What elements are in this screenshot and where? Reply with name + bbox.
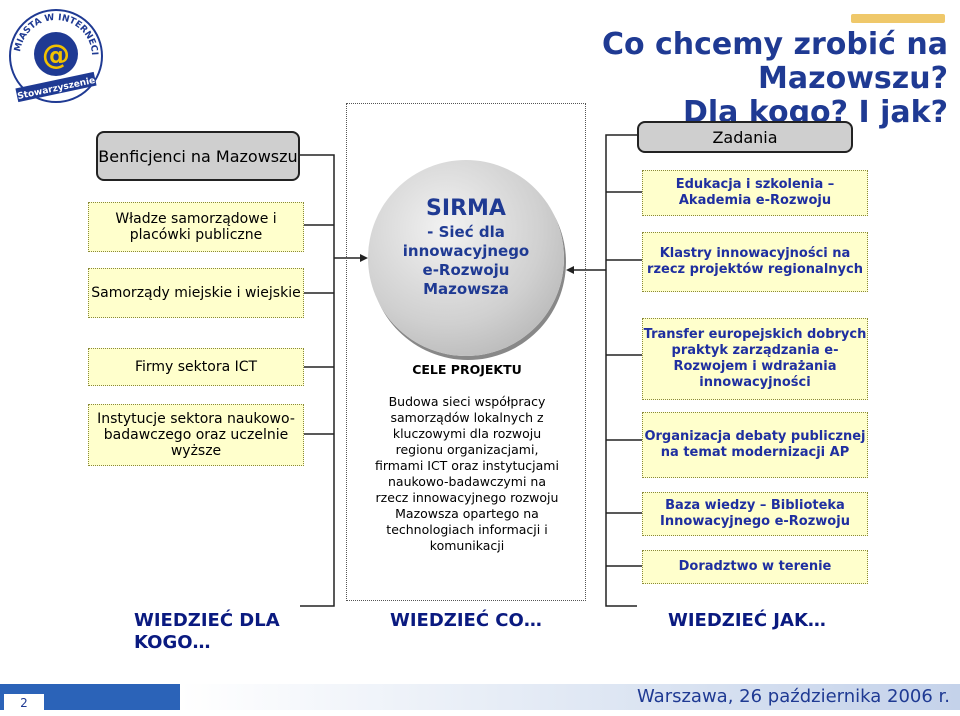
top-accent-bar	[851, 14, 945, 23]
goals-text: Budowa sieci współpracy samorządów lokal…	[375, 394, 559, 553]
tasks-header: Zadania	[637, 121, 853, 153]
task-clusters: Klastry innowacyjności na rzecz projektó…	[642, 232, 868, 292]
arrow-left-icon	[566, 266, 574, 274]
label-know-for-whom: WIEDZIEĆ DLA KOGO…	[134, 610, 280, 653]
task-public-debate: Organizacja debaty publicznej na temat m…	[642, 412, 868, 478]
page-number: 2	[4, 694, 44, 712]
beneficiary-municipalities: Samorządy miejskie i wiejskie	[88, 268, 304, 318]
sirma-title: SIRMA	[426, 196, 506, 221]
beneficiary-local-authorities: Władze samorządowe i placówki publiczne	[88, 202, 304, 252]
footer-place-date: Warszawa, 26 października 2006 r.	[637, 686, 950, 707]
title-line-1: Co chcemy zrobić na Mazowszu?	[601, 27, 948, 96]
task-best-practices: Transfer europejskich dobrych praktyk za…	[642, 318, 868, 400]
task-education: Edukacja i szkolenia – Akademia e-Rozwoj…	[642, 170, 868, 216]
sirma-circle: SIRMA - Sieć dla innowacyjnego e-Rozwoju…	[368, 160, 564, 356]
project-goals: CELE PROJEKTU Budowa sieci współpracy sa…	[372, 362, 562, 554]
logo-at-sign: @	[42, 38, 70, 71]
task-knowledge-base: Baza wiedzy – Biblioteka Innowacyjnego e…	[642, 492, 868, 536]
footer-band	[180, 684, 960, 710]
beneficiary-ict-firms: Firmy sektora ICT	[88, 348, 304, 386]
logo: @ MIASTA W INTERNECIE Stowarzyszenie	[5, 1, 104, 104]
arrow-right-icon	[360, 254, 368, 262]
logo-emblem: @ MIASTA W INTERNECIE Stowarzyszenie	[5, 1, 103, 103]
beneficiary-research-institutions: Instytucje sektora naukowo-badawczego or…	[88, 404, 304, 466]
label-know-what: WIEDZIEĆ CO…	[390, 610, 542, 631]
label-know-how: WIEDZIEĆ JAK…	[668, 610, 826, 631]
goals-heading: CELE PROJEKTU	[412, 362, 522, 377]
task-field-advisory: Doradztwo w terenie	[642, 550, 868, 584]
center-frame	[346, 103, 586, 601]
beneficiaries-header: Benficjenci na Mazowszu	[96, 131, 300, 181]
sirma-subtitle: - Sieć dla innowacyjnego e-Rozwoju Mazow…	[402, 223, 530, 298]
